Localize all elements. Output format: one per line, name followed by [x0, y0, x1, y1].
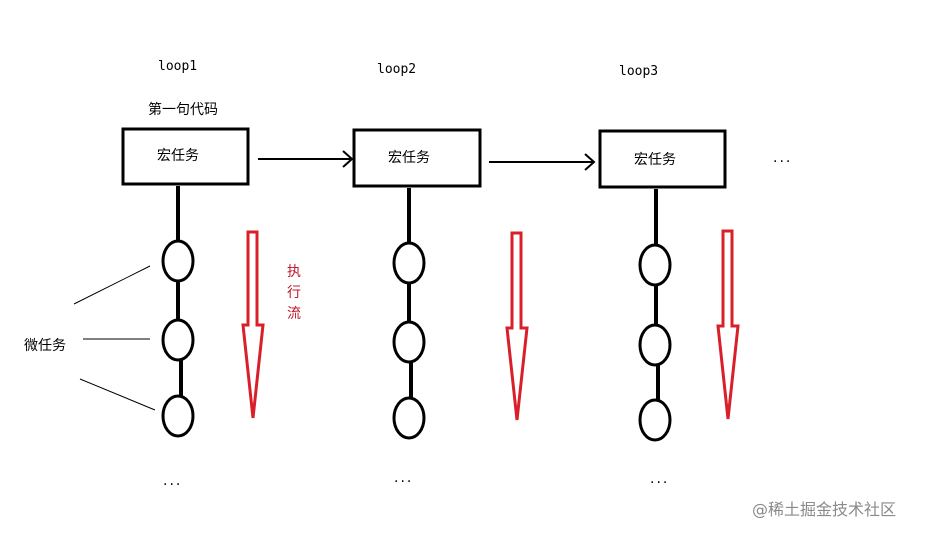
first-code-label: 第一句代码 — [148, 101, 218, 118]
microtask-chain-3 — [638, 189, 672, 442]
microtask-node — [638, 323, 672, 367]
microtask-node — [392, 241, 426, 285]
loop3-label: loop3 — [619, 64, 658, 79]
microtask-chain-2 — [392, 188, 426, 440]
exec-flow-arrow-2 — [505, 231, 529, 421]
microtask-node — [161, 239, 195, 283]
microtask-node — [392, 396, 426, 440]
loop2-label: loop2 — [377, 62, 416, 77]
microtask-chain-1 — [161, 186, 195, 438]
watermark: @稀土掘金技术社区 — [752, 500, 896, 519]
microtask-node — [638, 243, 672, 287]
exec-flow-char-3: 流 — [287, 306, 301, 322]
loop3-ellipsis: ... — [650, 471, 669, 487]
microtask-annotation: 微任务 — [24, 265, 156, 411]
arrow-loop1-to-loop2 — [258, 150, 354, 168]
macro-task-box-3: 宏任务 — [598, 129, 727, 189]
microtask-label: 微任务 — [24, 338, 66, 354]
microtask-node — [161, 394, 195, 438]
exec-flow-arrow-3 — [716, 229, 740, 420]
loop2-ellipsis: ... — [394, 470, 413, 486]
arrow-loop2-to-loop3 — [489, 153, 596, 171]
macro-task-label-2: 宏任务 — [388, 150, 430, 166]
macro-task-label-3: 宏任务 — [634, 152, 676, 168]
macro-task-box-1: 宏任务 — [121, 127, 250, 186]
macro-task-label-1: 宏任务 — [157, 148, 199, 164]
microtask-node — [392, 320, 426, 364]
exec-flow-char-1: 执 — [287, 264, 301, 280]
exec-flow-arrow-1 — [241, 230, 265, 419]
exec-flow-char-2: 行 — [287, 285, 301, 301]
trailing-ellipsis: ... — [773, 150, 792, 166]
macro-task-box-2: 宏任务 — [352, 128, 482, 188]
exec-flow-label: 执 行 流 — [287, 264, 301, 322]
loop1-ellipsis: ... — [163, 473, 182, 489]
loop1-label: loop1 — [158, 59, 197, 74]
microtask-node — [161, 318, 195, 362]
microtask-node — [638, 398, 672, 442]
